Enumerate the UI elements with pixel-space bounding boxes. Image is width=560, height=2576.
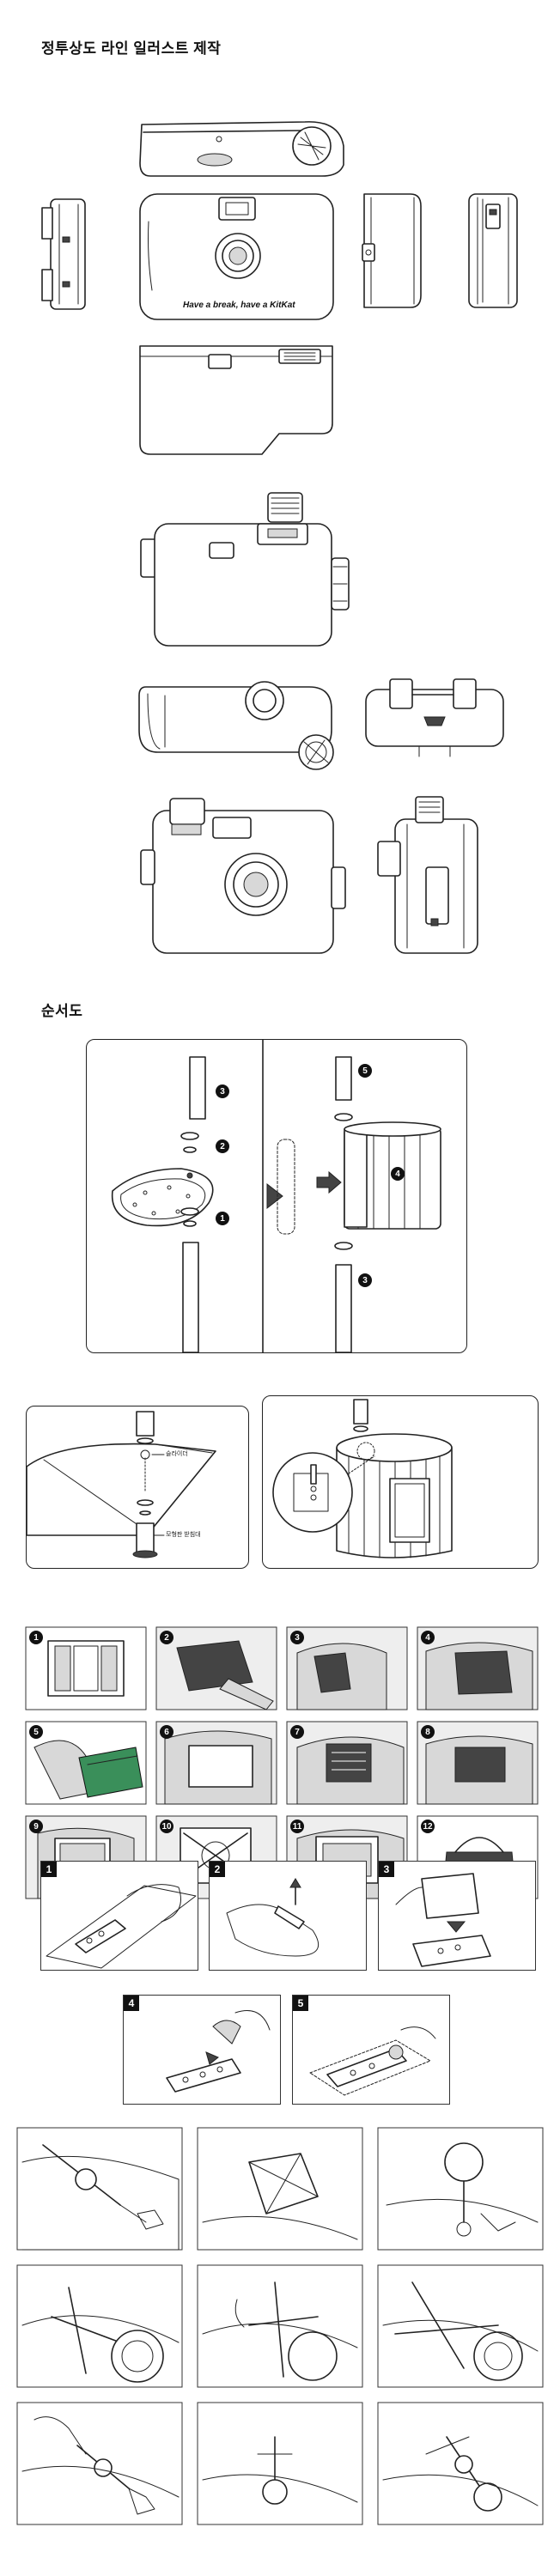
step-number: 2 [160, 1631, 173, 1644]
section-title-flowchart: 순서도 [41, 1003, 83, 1019]
step-marker: 4 [391, 1167, 405, 1181]
section-title-orthographic: 정투상도 라인 일러스트 제작 [41, 40, 222, 57]
sticker-step-panel-1: 1 [40, 1861, 198, 1971]
step-number: 12 [421, 1820, 435, 1833]
camera-top-view [139, 121, 344, 177]
pole-label: 모형판 받침대 [166, 1532, 201, 1538]
washer-label: 슬라이더 [166, 1451, 188, 1457]
camera-lying-view [138, 681, 334, 770]
camera-housing-front-view [140, 798, 346, 954]
step-marker: 2 [216, 1139, 229, 1153]
step-number: 7 [290, 1725, 304, 1739]
step-square-number: 4 [124, 1996, 139, 2011]
camera-back-knob-view [140, 492, 350, 647]
step-number: 6 [160, 1725, 173, 1739]
step-marker: 1 [216, 1212, 229, 1225]
step-number: 10 [160, 1820, 173, 1833]
step-marker: 5 [358, 1064, 372, 1078]
step-panel [25, 1626, 147, 1710]
camera-clip-view [365, 678, 504, 757]
step-marker: 3 [358, 1273, 372, 1287]
camera-left-view [41, 198, 86, 310]
step-square-number: 2 [210, 1862, 225, 1877]
sticker-step-panel-3: 3 [378, 1861, 536, 1971]
step-square-number: 1 [41, 1862, 57, 1877]
camera-housing-side-view [377, 796, 478, 954]
step-marker: 3 [216, 1084, 229, 1098]
camera-side-view-2 [468, 193, 518, 308]
flowchart-panel-1: 3 2 1 5 4 3 [86, 1039, 467, 1353]
camera-back-view [139, 345, 333, 455]
step-number: 3 [290, 1631, 304, 1644]
step-number: 1 [29, 1631, 43, 1644]
flowchart-panel-3 [262, 1395, 539, 1569]
step-number: 4 [421, 1631, 435, 1644]
camera-right-view [362, 193, 422, 308]
flowchart-panel-2: 슬라이더 모형판 받침대 [26, 1406, 249, 1569]
sticker-step-panel-2: 2 [209, 1861, 367, 1971]
brand-text: Have a break, have a KitKat [183, 301, 295, 310]
step-number: 8 [421, 1725, 435, 1739]
step-number: 9 [29, 1820, 43, 1833]
sticker-step-panel-5: 5 [292, 1995, 450, 2105]
assembly-sketch-grid [16, 2127, 544, 2540]
step-square-number: 5 [293, 1996, 308, 2011]
step-number: 11 [290, 1820, 304, 1833]
step-square-number: 3 [379, 1862, 394, 1877]
camera-front-view: Have a break, have a KitKat [139, 193, 334, 320]
sticker-step-panel-4: 4 [123, 1995, 281, 2105]
step-number: 5 [29, 1725, 43, 1739]
